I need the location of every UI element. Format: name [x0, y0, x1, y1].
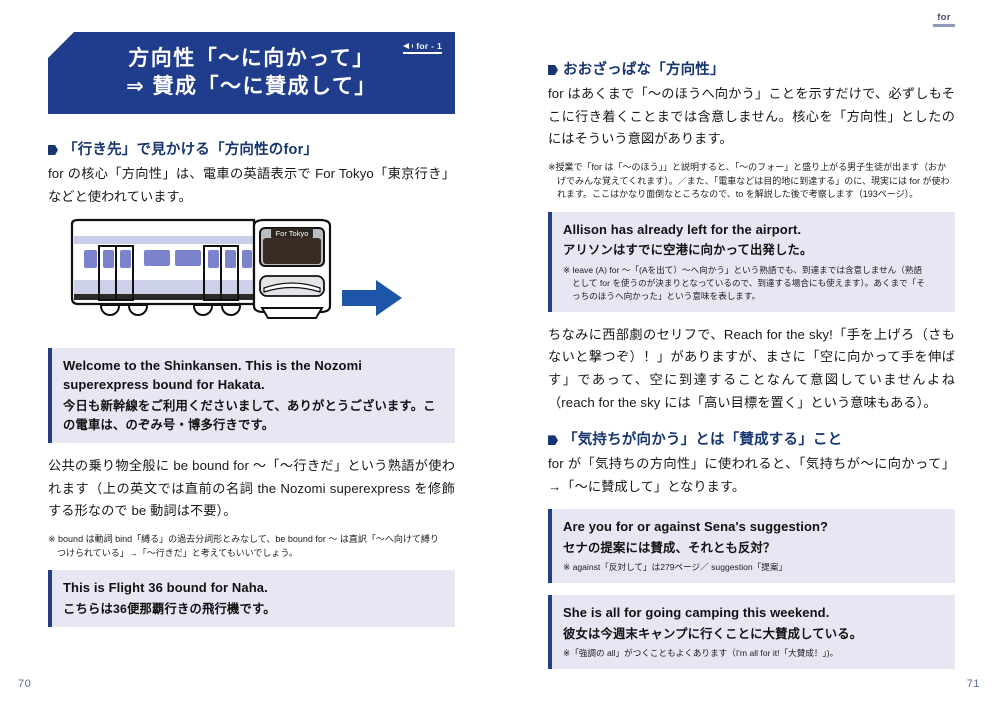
banner-title-line-1: 方向性「～に向かって」 — [128, 47, 375, 71]
example-note: ※ against「反対して」は279ページ／ suggestion「提案」 — [563, 562, 788, 573]
train-window — [175, 250, 201, 267]
example-japanese: アリソンはすでに空港に向かって出発した。 — [563, 243, 813, 258]
right-note-1-line3: れます。ここはかなり面倒なところなので、to を解説した後で考察します（193ペ… — [557, 189, 919, 200]
right-note-1-line1: ※授業で「for は「～のほう」」と説明すると、「～のフォー」と盛り上がる男子生… — [548, 162, 947, 173]
example-box-shinkansen: Welcome to the Shinkansen. This is the N… — [48, 348, 455, 443]
audio-track-tag[interactable]: for - 1 — [403, 41, 442, 54]
example-japanese: こちらは36便那覇行きの飛行機です。 — [63, 601, 276, 616]
left-note-1-line1: ※ bound は動詞 bind「縛る」の過去分詞形とみなして、be bound… — [48, 534, 439, 545]
section1-paragraph: for の核心「方向性」は、電車の英語表示で For Tokyo「東京行き」など… — [48, 166, 455, 204]
example-box-allison: Allison has already left for the airport… — [548, 211, 955, 312]
train-window — [242, 250, 252, 269]
example-japanese: 今日も新幹線をご利用くださいまして、ありがとうございます。この電車は、のぞみ号・… — [63, 399, 436, 432]
example-box-camping: She is all for going camping this weeken… — [548, 594, 955, 670]
destination-sign-text: For Tokyo — [276, 229, 309, 238]
section-heading-destination: 「行き先」で見かける「方向性のfor」 — [48, 138, 455, 159]
example-japanese: セナの提案には賛成、それとも反対？ — [563, 540, 776, 555]
direction-arrow-icon — [342, 280, 402, 317]
train-window — [144, 250, 170, 267]
example-english: This is Flight 36 bound for Naha. — [63, 580, 268, 596]
section-heading-rough-direction: おおざっぱな「方向性」 — [548, 58, 955, 79]
train-lower-stripe — [74, 280, 254, 295]
example-english: Welcome to the Shinkansen. This is the N… — [63, 358, 362, 393]
speaker-icon — [403, 42, 414, 51]
running-head-text: for — [937, 12, 951, 23]
left-note-1: ※ bound は動詞 bind「縛る」の過去分詞形とみなして、be bound… — [48, 533, 455, 560]
train-windshield — [263, 238, 321, 265]
commuter-train-illustration: For Tokyo — [58, 218, 455, 368]
left-paragraph-2: 公共の乗り物全般に be bound for ～「～行きだ」という熟語が使われま… — [48, 457, 455, 519]
example-note-line1: ※ leave (A) for ～「(Aを出て）～へ向かう」という熟語でも、到達… — [563, 264, 923, 275]
heading-marker-icon — [548, 435, 558, 446]
example-note: ※ leave (A) for ～「(Aを出て）～へ向かう」という熟語でも、到達… — [563, 264, 943, 303]
train-window — [103, 250, 114, 269]
section-heading-text: 「行き先」で見かける「方向性のfor」 — [63, 142, 319, 158]
section-heading-text: おおざっぱな「方向性」 — [563, 62, 725, 78]
section-heading-text: 「気持ちが向かう」とは「賛成する」こと — [563, 432, 843, 449]
example-box-sena: Are you for or against Sena's suggestion… — [548, 508, 955, 583]
train-window — [225, 250, 236, 269]
page-number-right: 71 — [966, 678, 980, 690]
example-english: She is all for going camping this weeken… — [563, 604, 830, 620]
audio-track-label: for - 1 — [416, 41, 442, 51]
left-page: for - 1 方向性「～に向かって」 ⇒ 賛成「～に賛成して」 「行き先」で見… — [18, 32, 455, 690]
chapter-title-banner: for - 1 方向性「～に向かって」 ⇒ 賛成「～に賛成して」 — [48, 32, 455, 114]
right-paragraph-2: ちなみに西部劇のセリフで、Reach for the sky!「手を上げろ（さも… — [548, 326, 955, 410]
left-note-1-line2: つけられている」→「～行きだ」と考えてもいいでしょう。 — [57, 547, 298, 558]
right-page: for おおざっぱな「方向性」 for はあくまで「～のほうへ向かう」ことを示す… — [500, 0, 1000, 710]
train-window — [208, 250, 219, 269]
right-note-1: ※授業で「for は「～のほう」」と説明すると、「～のフォー」と盛り上がる男子生… — [548, 161, 955, 202]
running-head: for — [933, 12, 955, 27]
train-upper-stripe — [74, 236, 254, 245]
example-note-line2: として for を使うのが決まりとなっているので、到達する場合にも使えます）。あ… — [572, 277, 925, 288]
page-number-left: 70 — [18, 678, 32, 690]
running-head-rule — [933, 24, 955, 27]
right-section1-paragraph: for はあくまで「～のほうへ向かう」ことを示すだけで、必ずしもそこに行き着くこ… — [548, 86, 955, 147]
train-window — [84, 250, 97, 269]
example-box-flight: This is Flight 36 bound for Naha. こちらは36… — [48, 570, 455, 628]
section-heading-agreement: 「気持ちが向かう」とは「賛成する」こと — [548, 428, 955, 449]
train-svg: For Tokyo — [70, 219, 332, 320]
right-section2-paragraph: for が「気持ちの方向性」に使われると、「気持ちが～に向かって」→「～に賛成し… — [548, 456, 955, 495]
example-note: ※「強調の all」がつくこともよくあります（I'm all for it!「大… — [563, 648, 839, 659]
destination-sign — [271, 228, 313, 239]
heading-marker-icon — [48, 145, 58, 155]
example-note-line3: っちのほうへ向かった」という意味を表します。 — [572, 290, 761, 301]
right-note-1-line2: げでみんな覚えてくれます）。／また、「電車などは目的地に到達する」のに、現実には… — [557, 175, 950, 186]
example-english: Allison has already left for the airport… — [563, 221, 802, 237]
banner-title-line-2: ⇒ 賛成「～に賛成して」 — [126, 75, 377, 98]
train-window — [120, 250, 131, 269]
train-skirt — [74, 294, 254, 301]
example-english: Are you for or against Sena's suggestion… — [563, 518, 829, 534]
heading-marker-icon — [548, 65, 558, 75]
example-japanese: 彼女は今週末キャンプに行くことに大賛成している。 — [563, 626, 863, 641]
